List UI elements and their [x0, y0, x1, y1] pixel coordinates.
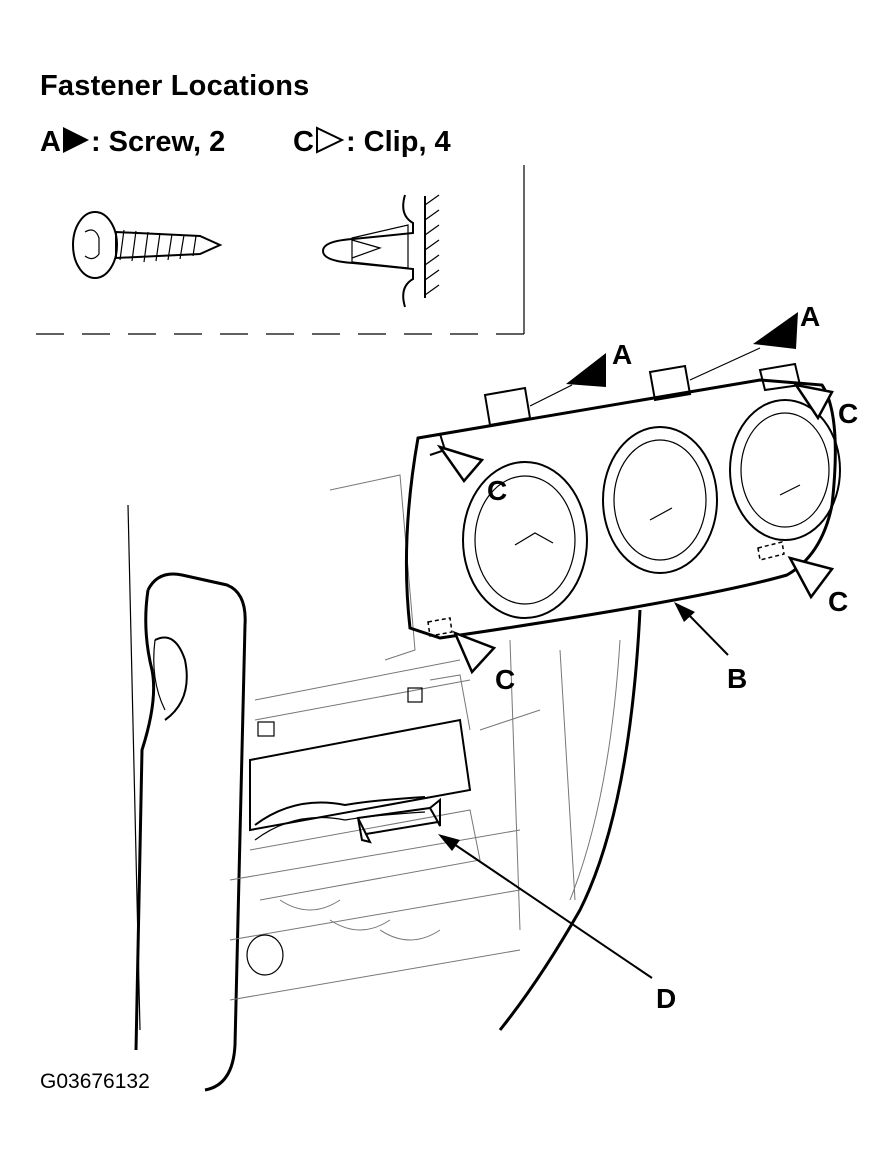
clip-label-2: C: [838, 398, 858, 429]
figure-id: G03676132: [40, 1070, 150, 1093]
legend-screw-letter: A: [40, 126, 61, 158]
page-title: Fastener Locations: [40, 70, 310, 102]
screw-label-2: A: [800, 301, 820, 332]
legend-item-screw: A : Screw, 2: [40, 126, 225, 159]
dash-outline: [329, 474, 642, 1031]
outline-triangle-icon: [315, 126, 345, 154]
panel-label: B: [727, 663, 747, 694]
clip-marker-1: C: [436, 444, 507, 506]
legend-item-clip: C : Clip, 4: [293, 126, 451, 159]
connector-label: D: [656, 983, 676, 1014]
panel-callout: B: [674, 602, 747, 694]
connector-callout: D: [438, 834, 676, 1014]
clip-marker-4: C: [452, 630, 515, 695]
screw-label-1: A: [612, 339, 632, 370]
legend-screw-text: : Screw, 2: [90, 126, 226, 158]
clip-marker-2: C: [793, 383, 858, 429]
clip-label-1: C: [487, 475, 507, 506]
screw-marker-1: A: [529, 339, 632, 407]
legend-clip-letter: C: [293, 126, 314, 158]
fastener-inset-frame: [36, 165, 525, 335]
clip-label-3: C: [828, 586, 848, 617]
left-console-trim: [127, 504, 247, 1092]
clip-illustration: [321, 194, 440, 308]
filled-triangle-icon: [62, 127, 89, 153]
connector-d: [356, 797, 441, 844]
screw-illustration: [72, 211, 223, 279]
clip-marker-3: C: [787, 556, 848, 617]
screw-marker-2: A: [689, 301, 820, 381]
console-interior: [229, 659, 541, 1001]
legend-clip-text: : Clip, 4: [345, 126, 451, 158]
clip-label-4: C: [495, 664, 515, 695]
climate-control-panel: [404, 362, 841, 640]
